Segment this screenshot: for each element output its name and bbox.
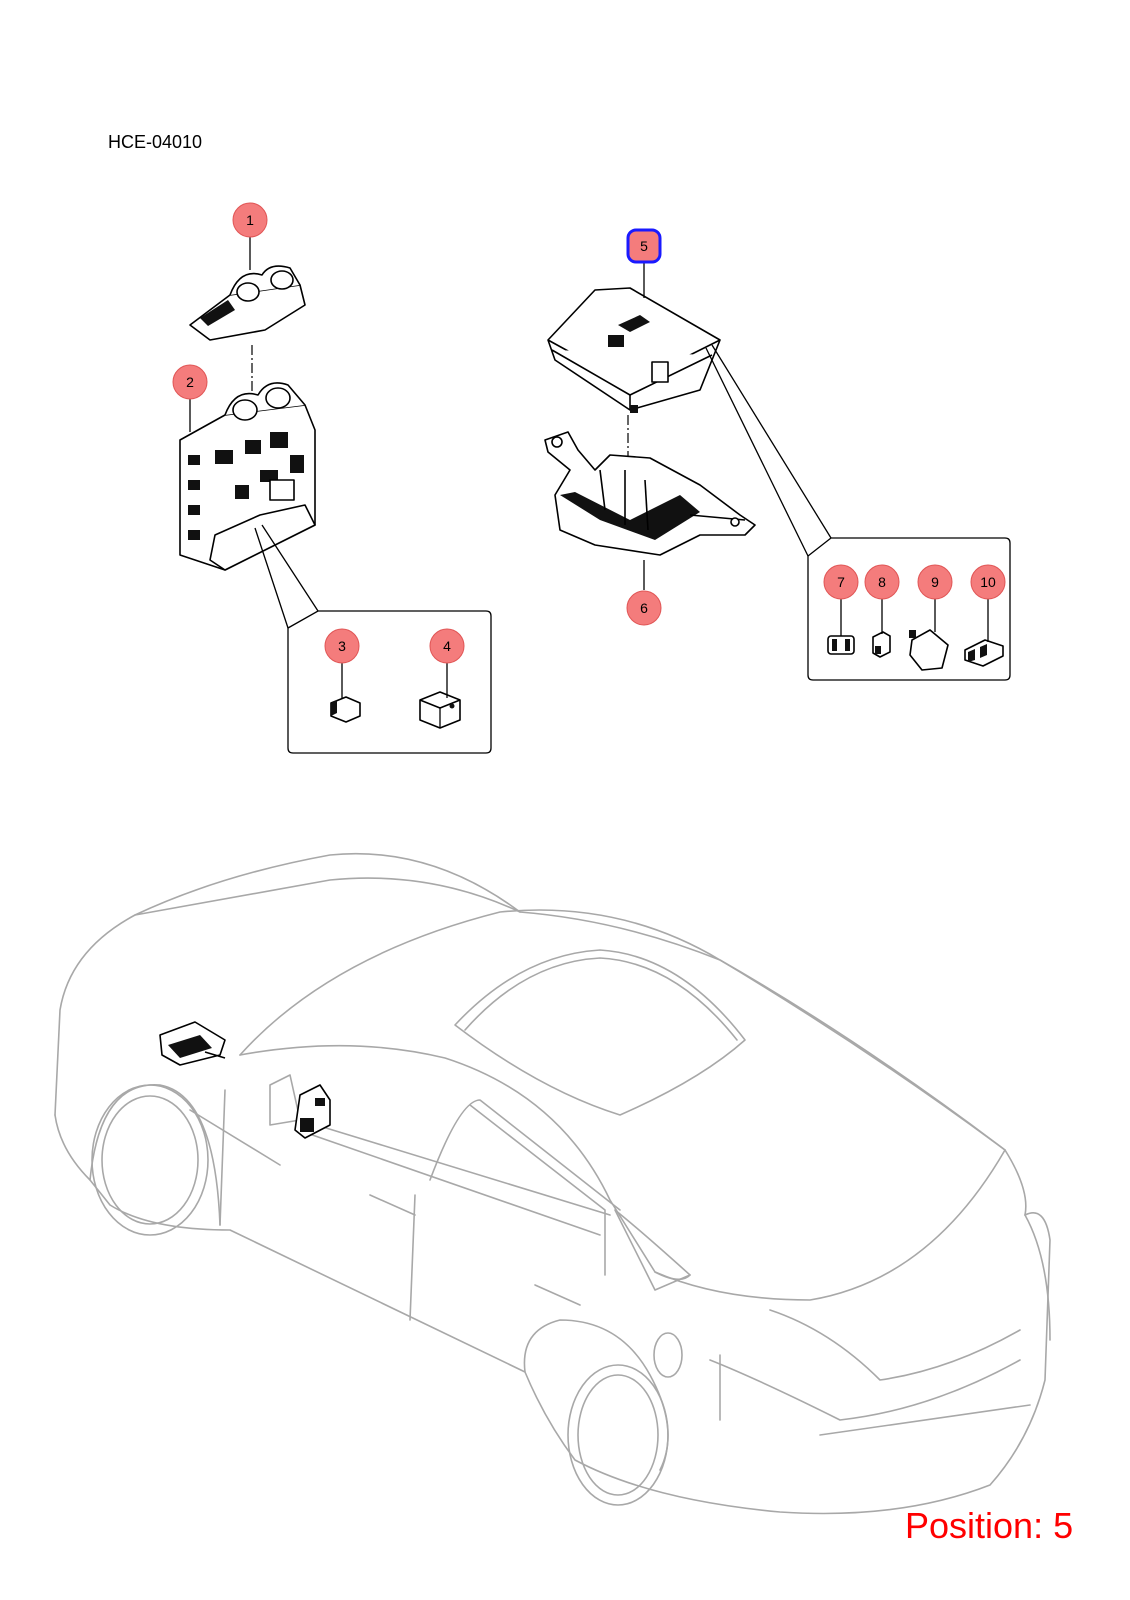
- detail-leader: [254, 527, 289, 629]
- part-8-fuse: [872, 631, 891, 658]
- callout-label: 9: [931, 574, 939, 590]
- callout-label: 3: [338, 638, 346, 654]
- callout-circle: [864, 564, 900, 600]
- callout-circle: [970, 564, 1006, 600]
- callout-label: 6: [640, 600, 648, 616]
- callout-circle: [324, 628, 360, 664]
- callout-leaders: [189, 236, 989, 698]
- part-3-fuse: [330, 696, 361, 723]
- detail-leader: [705, 347, 809, 557]
- vehicle-outline: [54, 852, 1051, 1515]
- callout-circle: [429, 628, 465, 664]
- callout-label: 10: [980, 574, 996, 590]
- callout-circle: [823, 564, 859, 600]
- detail-leader: [261, 524, 319, 612]
- callout-4[interactable]: 4: [429, 628, 465, 664]
- part-2-fuse-box: [179, 382, 316, 571]
- diagram-code: HCE-04010: [108, 132, 203, 152]
- callout-layer: 1 2 3 4 5 6 7 8 9 10: [172, 202, 1006, 664]
- detail-box-3-4: [287, 610, 492, 754]
- part-1-cover: [189, 265, 306, 341]
- part-6-bracket: [544, 431, 756, 556]
- callout-label: 5: [640, 238, 648, 254]
- callout-9[interactable]: 9: [917, 564, 953, 600]
- part-10-fuse: [964, 639, 1004, 667]
- position-label: Position: 5: [905, 1505, 1074, 1546]
- part-4-relay: [419, 691, 461, 729]
- callout-7[interactable]: 7: [823, 564, 859, 600]
- callout-label: 8: [878, 574, 886, 590]
- callout-6[interactable]: 6: [626, 590, 662, 626]
- callout-circle: [232, 202, 268, 238]
- part-7-fuse: [827, 635, 855, 655]
- callout-5[interactable]: 5: [626, 228, 662, 264]
- vehicle-component-engine-box: [159, 1021, 226, 1066]
- vehicle-component-fuse-box: [294, 1084, 331, 1139]
- callout-3[interactable]: 3: [324, 628, 360, 664]
- callout-circle: [626, 590, 662, 626]
- detail-box-7-10: [807, 537, 1011, 681]
- callout-label: 2: [186, 374, 194, 390]
- part-9-relay: [909, 629, 949, 671]
- part-5-cover: [547, 287, 721, 413]
- callout-label: 1: [246, 212, 254, 228]
- callout-label: 4: [443, 638, 451, 654]
- selected-callout-outline: [626, 228, 662, 264]
- callout-10[interactable]: 10: [970, 564, 1006, 600]
- callout-1[interactable]: 1: [232, 202, 268, 238]
- callout-8[interactable]: 8: [864, 564, 900, 600]
- detail-leader: [711, 344, 832, 539]
- callout-label: 7: [837, 574, 845, 590]
- callout-circle: [172, 364, 208, 400]
- callout-circle: [917, 564, 953, 600]
- callout-2[interactable]: 2: [172, 364, 208, 400]
